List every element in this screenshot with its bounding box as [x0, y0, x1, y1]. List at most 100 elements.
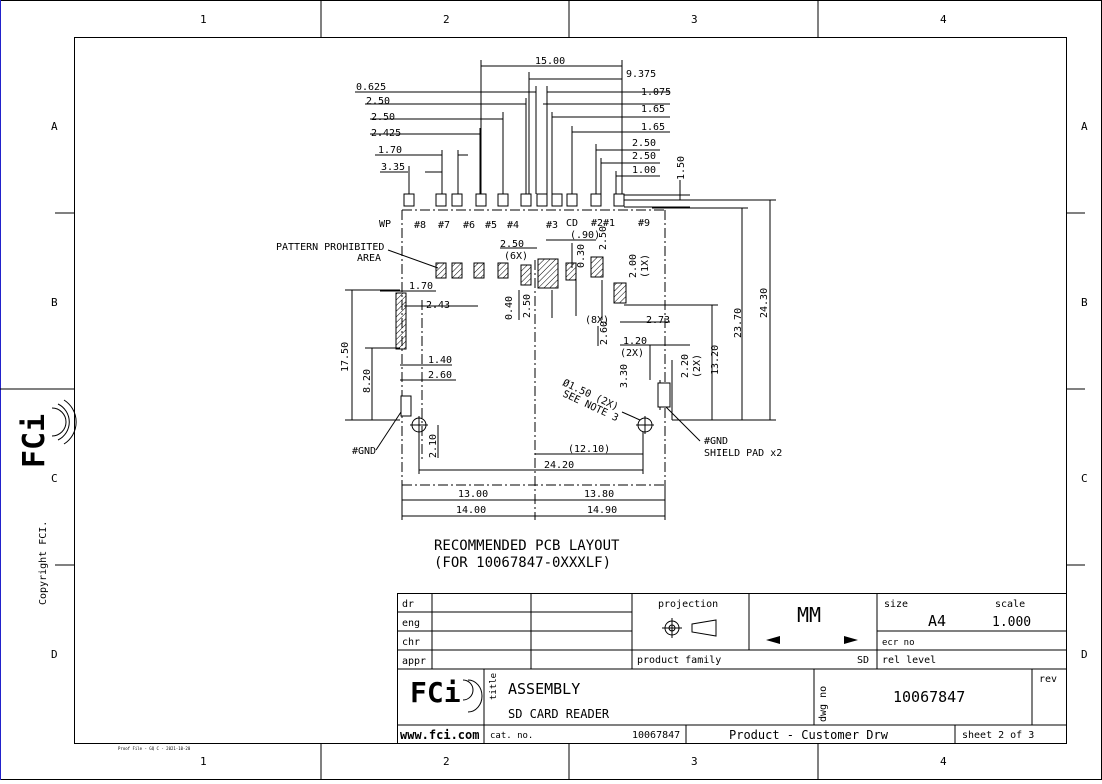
layout-caption-1: RECOMMENDED PCB LAYOUT — [434, 538, 620, 554]
svg-text:2.43: 2.43 — [426, 300, 450, 311]
fci-logo: FCi — [410, 676, 461, 709]
pad-7 — [451, 193, 463, 207]
svg-text:2.10: 2.10 — [428, 434, 439, 458]
svg-text:2.50: 2.50 — [500, 239, 524, 250]
svg-text:14.90: 14.90 — [587, 505, 617, 516]
zone-top-4: 4 — [940, 13, 947, 26]
zone-right-C: C — [1081, 472, 1088, 485]
svg-text:15.00: 15.00 — [535, 56, 565, 67]
svg-text:13.20: 13.20 — [710, 345, 721, 375]
svg-text:WP: WP — [379, 219, 391, 230]
svg-text:2.50: 2.50 — [522, 294, 533, 318]
rel-level-label: rel level — [882, 655, 936, 666]
svg-text:1.70: 1.70 — [409, 281, 433, 292]
svg-text:14.00: 14.00 — [456, 505, 486, 516]
svg-text:1.50: 1.50 — [676, 156, 687, 180]
svg-text:2.50: 2.50 — [632, 138, 656, 149]
svg-text:#3: #3 — [546, 220, 558, 231]
svg-text:#7: #7 — [438, 220, 450, 231]
svg-text:1.075: 1.075 — [641, 87, 671, 98]
svg-text:(12.10): (12.10) — [568, 444, 610, 455]
zone-bottom-2: 2 — [443, 755, 450, 768]
cat-label: cat. no. — [490, 731, 533, 741]
top-dimension-text: 15.00 9.375 0.625 1.075 2.50 1.65 2.50 1… — [356, 56, 687, 180]
size-label: size — [884, 599, 908, 610]
zone-top-3: 3 — [691, 13, 698, 26]
pad-2 — [590, 193, 602, 207]
bottom-dimension-text: (12.10) 24.20 13.00 13.80 14.00 14.90 — [456, 444, 617, 516]
svg-text:1.70: 1.70 — [378, 145, 402, 156]
arrow-right-icon — [844, 636, 858, 644]
dwg-label: dwg no — [818, 686, 829, 722]
svg-text:13.80: 13.80 — [584, 489, 614, 500]
zone-left-B: B — [51, 296, 58, 309]
svg-text:chr: chr — [402, 637, 420, 648]
doc-type: Product - Customer Drw — [729, 728, 889, 742]
svg-text:1.65: 1.65 — [641, 122, 665, 133]
svg-text:1.20: 1.20 — [623, 336, 647, 347]
svg-text:3.30: 3.30 — [619, 364, 630, 388]
print-stamp: Proof File - GQ C - 2021-10-20 — [118, 746, 191, 751]
pad-1 — [613, 193, 625, 207]
website-text: www.fci.com — [400, 728, 479, 742]
zone-bottom-4: 4 — [940, 755, 947, 768]
pad-cd — [551, 193, 563, 207]
svg-text:1.00: 1.00 — [632, 165, 656, 176]
zone-left-A: A — [51, 120, 58, 133]
zone-top-1: 1 — [200, 13, 207, 26]
mid-dimension-text: 2.50 (6X) (.90) 0.30 2.50 2.00 (1X) 1.70… — [340, 226, 770, 458]
svg-text:9.375: 9.375 — [626, 69, 656, 80]
svg-text:(2X): (2X) — [692, 354, 703, 378]
gnd-pad-left — [400, 395, 412, 417]
svg-text:2.60: 2.60 — [599, 321, 610, 345]
gnd-right-label: #GND — [704, 436, 728, 447]
title-block: dr eng chr appr projection MM size A4 sc… — [397, 593, 1067, 744]
svg-text:24.30: 24.30 — [759, 288, 770, 318]
svg-text:(1X): (1X) — [640, 254, 651, 278]
svg-text:0.30: 0.30 — [576, 244, 587, 268]
zone-left-D: D — [51, 648, 58, 661]
svg-text:17.50: 17.50 — [340, 342, 351, 372]
svg-text:2.00: 2.00 — [628, 254, 639, 278]
svg-text:(8X): (8X) — [585, 315, 609, 326]
svg-text:#6: #6 — [463, 220, 475, 231]
sheet-number: sheet 2 of 3 — [962, 730, 1034, 741]
svg-text:(2X): (2X) — [620, 348, 644, 359]
gnd-left-label: #GND — [352, 446, 376, 457]
gnd-pad-right — [657, 382, 671, 408]
copyright-text: Copyright FCI. — [38, 521, 49, 605]
logo-wave-icon — [462, 679, 474, 701]
hatched-pads — [395, 256, 627, 350]
svg-text:24.20: 24.20 — [544, 460, 574, 471]
pcb-layout-drawing: 15.00 9.375 0.625 1.075 2.50 1.65 2.50 1… — [276, 56, 782, 571]
product-family-label: product family — [637, 655, 721, 666]
pattern-label-2: AREA — [357, 253, 381, 264]
svg-text:#2: #2 — [591, 218, 603, 229]
zone-bottom-3: 3 — [691, 755, 698, 768]
title-label: title — [489, 673, 499, 700]
svg-text:13.00: 13.00 — [458, 489, 488, 500]
product-family-value: SD — [857, 655, 869, 666]
top-dimension-lines — [355, 60, 690, 208]
svg-text:1.65: 1.65 — [641, 104, 665, 115]
svg-text:2.50: 2.50 — [598, 226, 609, 250]
svg-text:2.50: 2.50 — [632, 151, 656, 162]
projection-label: projection — [658, 599, 718, 610]
zone-right-D: D — [1081, 648, 1088, 661]
shield-pad-label: SHIELD PAD x2 — [704, 448, 782, 459]
scale-label: scale — [995, 599, 1025, 610]
arrow-left-icon — [766, 636, 780, 644]
pad-5 — [497, 193, 509, 207]
zone-bottom-1: 1 — [200, 755, 207, 768]
svg-text:0.40: 0.40 — [504, 296, 515, 320]
svg-text:(.90): (.90) — [570, 230, 600, 241]
zone-ticks — [0, 0, 1085, 780]
svg-text:(6X): (6X) — [504, 251, 528, 262]
layout-caption-2: (FOR 10067847-0XXXLF) — [434, 555, 611, 571]
pad-wp — [403, 193, 415, 207]
title-block-roles: dr eng chr appr — [402, 599, 426, 667]
mid-dimension-lines — [345, 199, 776, 458]
svg-text:#4: #4 — [507, 220, 519, 231]
